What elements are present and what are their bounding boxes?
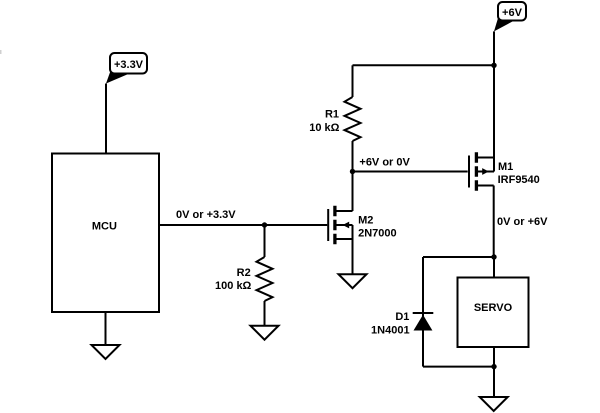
svg-text:+6V: +6V: [502, 7, 523, 19]
svg-text:M2: M2: [358, 214, 373, 226]
svg-text:IRF9540: IRF9540: [498, 174, 540, 186]
svg-text:R2: R2: [237, 267, 251, 279]
svg-text:+3.3V: +3.3V: [114, 59, 144, 71]
svg-text:R1: R1: [325, 109, 339, 121]
svg-text:SERVO: SERVO: [474, 302, 513, 314]
svg-text:D1: D1: [395, 311, 409, 323]
svg-text:+6V or 0V: +6V or 0V: [359, 157, 410, 169]
svg-text:10 kΩ: 10 kΩ: [309, 122, 339, 134]
svg-text:MCU: MCU: [92, 221, 117, 233]
svg-text:2N7000: 2N7000: [358, 227, 397, 239]
svg-text:1N4001: 1N4001: [371, 325, 410, 337]
svg-text:100 kΩ: 100 kΩ: [215, 280, 252, 292]
svg-text:0V or +3.3V: 0V or +3.3V: [176, 209, 236, 221]
svg-text:0V or +6V: 0V or +6V: [497, 216, 548, 228]
svg-text:M1: M1: [498, 161, 513, 173]
